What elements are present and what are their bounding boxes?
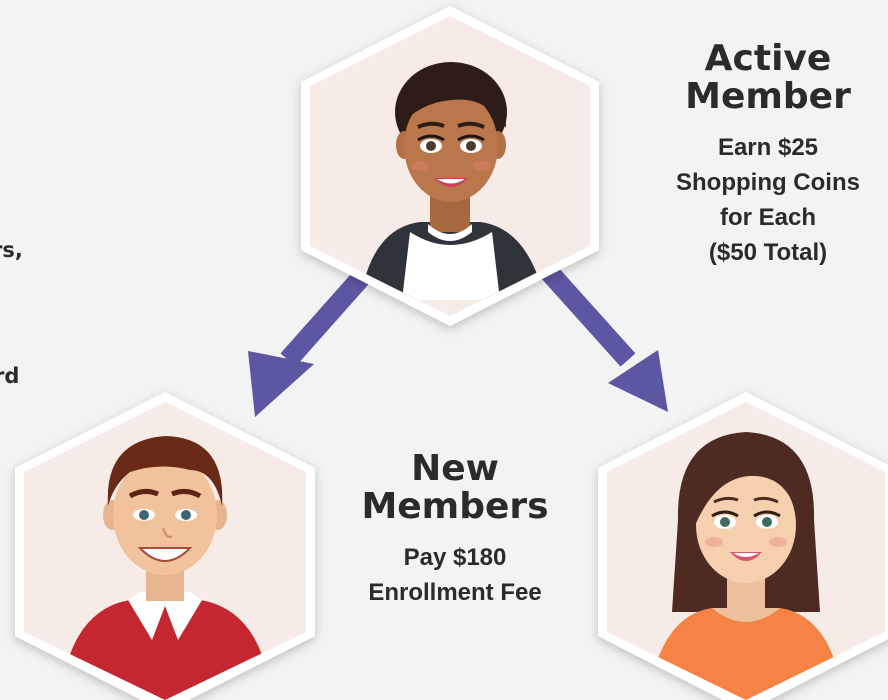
new-members-label: New Members Pay $180 Enrollment Fee <box>340 450 570 610</box>
active-member-title: Active Member <box>648 40 888 116</box>
active-member-hexagon <box>301 6 599 326</box>
active-member-desc-line: for Each <box>719 204 817 231</box>
active-member-description: Earn $25 Shopping Coins for Each ($50 To… <box>648 130 888 270</box>
active-member-desc-line: Earn $25 <box>717 134 819 161</box>
active-member-label: Active Member Earn $25 Shopping Coins fo… <box>648 40 888 270</box>
active-member-avatar <box>360 62 545 300</box>
clipped-text-line-1: rs, <box>0 238 23 262</box>
active-member-desc-line: Shopping Coins <box>676 169 860 196</box>
new-members-title-line1: New <box>411 448 499 489</box>
new-member-male-hexagon <box>15 392 315 700</box>
new-members-desc-line: Enrollment Fee <box>368 579 542 606</box>
clipped-text-line-2: rd <box>0 364 20 388</box>
new-members-desc-line: Pay $180 <box>403 544 507 571</box>
active-member-desc-line: ($50 Total) <box>708 239 828 266</box>
new-members-title: New Members <box>340 450 570 526</box>
active-member-title-line1: Active <box>704 38 832 79</box>
new-member-female-hexagon <box>598 392 888 700</box>
new-members-title-line2: Members <box>361 486 549 527</box>
active-member-title-line2: Member <box>685 76 851 117</box>
new-members-description: Pay $180 Enrollment Fee <box>340 540 570 610</box>
arrow-to-left-member <box>248 255 383 417</box>
arrow-to-right-member <box>532 255 668 412</box>
